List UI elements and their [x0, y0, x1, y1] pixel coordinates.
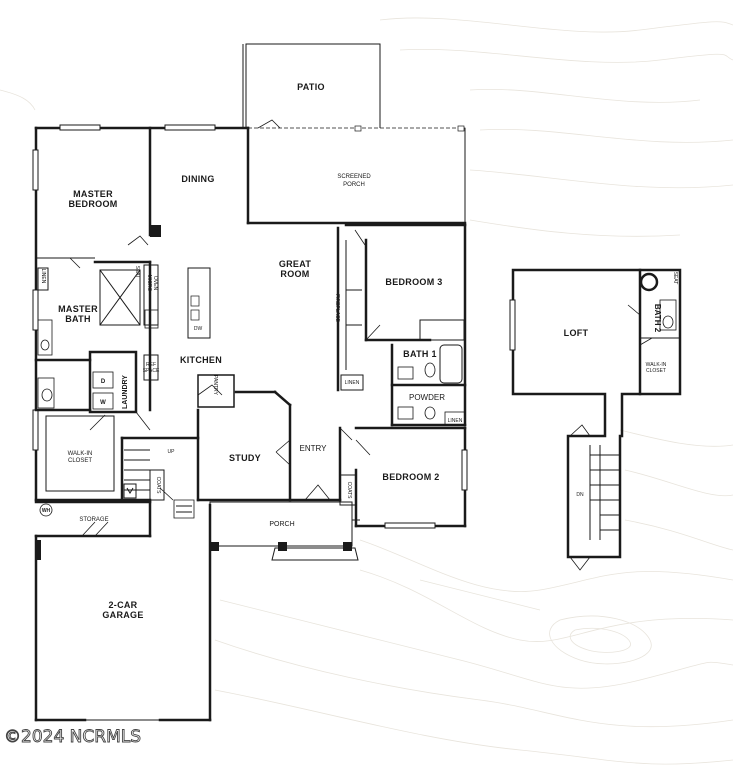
label-seat-bath2: SEAT — [672, 272, 678, 285]
label-linen-master: LINEN — [40, 269, 46, 284]
label-laundry: LAUNDRY — [122, 375, 129, 409]
label-linen-hall: LINEN — [345, 380, 360, 386]
label-study: STUDY — [229, 453, 261, 463]
label-master-bedroom-2: BEDROOM — [68, 199, 117, 209]
label-dw: DW — [194, 326, 203, 332]
garage — [34, 500, 212, 722]
label-micro-oven-2: OVEN — [152, 276, 158, 291]
label-walk-in-closet-1: WALK-IN — [68, 451, 93, 457]
upper-stairs — [589, 445, 620, 540]
label-coats-entry: COATS — [346, 482, 352, 500]
label-water-heater: WH — [42, 508, 51, 514]
label-washer: W — [100, 400, 106, 406]
label-master-bath-1: MASTER — [58, 304, 98, 314]
label-screened-porch-2: PORCH — [343, 182, 365, 188]
label-garage-1: 2-CAR — [108, 600, 137, 610]
label-master-bath-2: BATH — [65, 314, 91, 324]
label-loft-walk-in-1: WALK-IN — [646, 362, 667, 368]
watermark: ©2024 NCRMLS — [4, 727, 141, 747]
label-powder: POWDER — [409, 393, 445, 402]
patio — [242, 43, 381, 128]
front-porch — [209, 501, 360, 561]
label-bedroom-2: BEDROOM 2 — [382, 472, 439, 482]
room-labels: PATIO SCREENED PORCH MASTER BEDROOM DINI… — [58, 82, 667, 620]
label-dryer: D — [101, 379, 106, 385]
label-loft: LOFT — [564, 328, 589, 338]
label-porch: PORCH — [269, 521, 294, 528]
upper-level-loft — [509, 268, 682, 571]
label-ref-space-1: REF — [146, 362, 156, 368]
label-entry: ENTRY — [300, 444, 328, 453]
label-fireplace: FIREPLACE — [334, 294, 340, 322]
label-storage: STORAGE — [79, 517, 108, 523]
label-dining: DINING — [181, 174, 214, 184]
label-screened-porch-1: SCREENED — [337, 174, 371, 180]
label-dn: DN — [576, 492, 584, 498]
label-bath-1: BATH 1 — [403, 349, 437, 359]
label-micro-oven-1: MICRO — [146, 275, 152, 292]
label-linen-powder: LINEN — [448, 418, 463, 424]
label-walk-in-closet-2: CLOSET — [68, 458, 92, 464]
main-house-walls — [32, 124, 468, 529]
label-patio: PATIO — [297, 82, 325, 92]
label-ref-space-2: SPACE — [143, 368, 160, 374]
label-bath-2: BATH 2 — [653, 304, 662, 333]
fixture-labels: LINEN SEAT MICRO OVEN DW REF SPACE PANTR… — [40, 266, 678, 514]
label-great-room-2: ROOM — [280, 269, 309, 279]
label-kitchen: KITCHEN — [180, 355, 222, 365]
screened-porch — [246, 119, 467, 225]
label-coats-mud: COATS — [155, 477, 161, 495]
label-garage-2: GARAGE — [102, 610, 143, 620]
label-up: UP — [168, 449, 176, 455]
label-pantry: PANTRY — [212, 375, 218, 395]
label-seat: SEAT — [134, 266, 140, 279]
label-bedroom-3: BEDROOM 3 — [385, 277, 442, 287]
topographic-background — [0, 17, 733, 765]
label-loft-walk-in-2: CLOSET — [646, 368, 666, 374]
label-master-bedroom-1: MASTER — [73, 189, 113, 199]
label-great-room-1: GREAT — [279, 259, 312, 269]
